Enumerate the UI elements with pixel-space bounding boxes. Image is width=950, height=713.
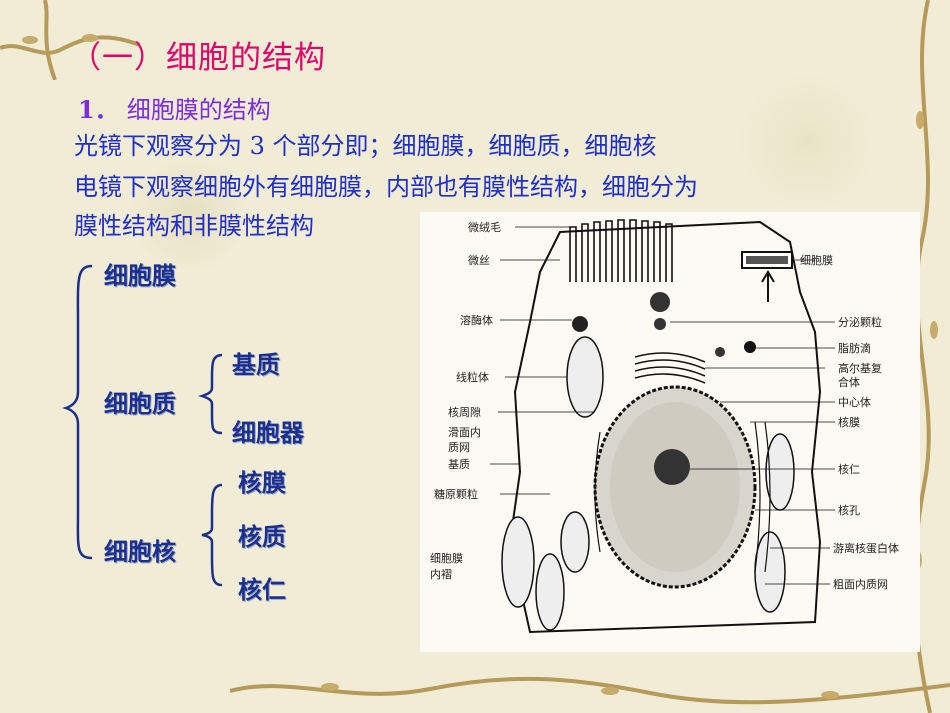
page-title: （一）细胞的结构 <box>70 40 326 76</box>
label-smooth-er-2: 质网 <box>448 441 470 454</box>
tree-nuclear-membrane: 核膜 <box>238 468 286 497</box>
label-rough-er: 粗面内质网 <box>833 577 888 591</box>
label-golgi-2: 合体 <box>838 375 860 389</box>
label-nuclear-membrane: 核膜 <box>838 415 860 429</box>
label-centrosome: 中心体 <box>838 395 871 409</box>
label-golgi-1: 高尔基复 <box>838 361 882 375</box>
section-heading: 1．细胞膜的结构 <box>78 90 271 125</box>
label-membrane-fold-2: 内褶 <box>430 567 452 581</box>
label-free-ribosome: 游离核蛋白体 <box>833 541 899 555</box>
tree-organelle: 细胞器 <box>232 418 304 447</box>
label-matrix: 基质 <box>448 458 470 471</box>
cell-structure-diagram: 微绒毛 微丝 溶酶体 线粒体 核周隙 滑面内 质网 基质 糖原颗粒 细胞膜 内褶… <box>420 212 920 652</box>
tree-nucleus: 细胞核 <box>104 537 176 566</box>
tree-brace-cytoplasm <box>198 353 223 435</box>
microvilli <box>569 219 673 282</box>
body-line-1: 光镜下观察分为 3 个部分即；细胞膜，细胞质，细胞核 <box>74 132 657 160</box>
golgi-complex <box>634 352 706 384</box>
body-line-2: 电镜下观察细胞外有细胞膜，内部也有膜性结构，细胞分为 <box>74 173 698 201</box>
vine-decoration-top-left <box>0 0 140 80</box>
label-cell-membrane: 细胞膜 <box>800 254 833 267</box>
label-microvillus: 微绒毛 <box>468 220 501 234</box>
label-mitochondrion: 线粒体 <box>456 370 489 384</box>
section-heading-text: 细胞膜的结构 <box>126 96 271 124</box>
section-number: 1． <box>78 95 119 124</box>
label-smooth-er-1: 滑面内 <box>448 425 481 439</box>
vine-decoration-bottom <box>230 676 950 705</box>
tree-brace-main <box>62 264 93 560</box>
label-nucleolus: 核仁 <box>838 462 860 476</box>
tree-nucleolus: 核仁 <box>238 575 286 604</box>
label-lipid-droplet: 脂肪滴 <box>838 341 871 355</box>
tree-nucleoplasm: 核质 <box>238 522 286 551</box>
label-microfilament: 微丝 <box>468 253 490 267</box>
nucleolus <box>654 449 690 485</box>
rough-er <box>594 421 771 573</box>
tree-cytoplasm: 细胞质 <box>104 389 176 418</box>
body-line-3: 膜性结构和非膜性结构 <box>74 212 314 240</box>
label-secretory-granule: 分泌颗粒 <box>838 315 882 329</box>
label-perinuclear-space: 核周隙 <box>448 405 481 419</box>
label-membrane-fold-1: 细胞膜 <box>430 552 463 565</box>
label-glycogen: 糖原颗粒 <box>434 487 478 501</box>
tree-matrix: 基质 <box>232 350 280 379</box>
secretory-granule <box>650 292 670 312</box>
tree-brace-nucleus <box>201 483 223 587</box>
label-lysosome: 溶酶体 <box>460 313 493 327</box>
tree-cell-membrane: 细胞膜 <box>104 261 176 290</box>
label-nuclear-pore: 核孔 <box>838 503 860 517</box>
